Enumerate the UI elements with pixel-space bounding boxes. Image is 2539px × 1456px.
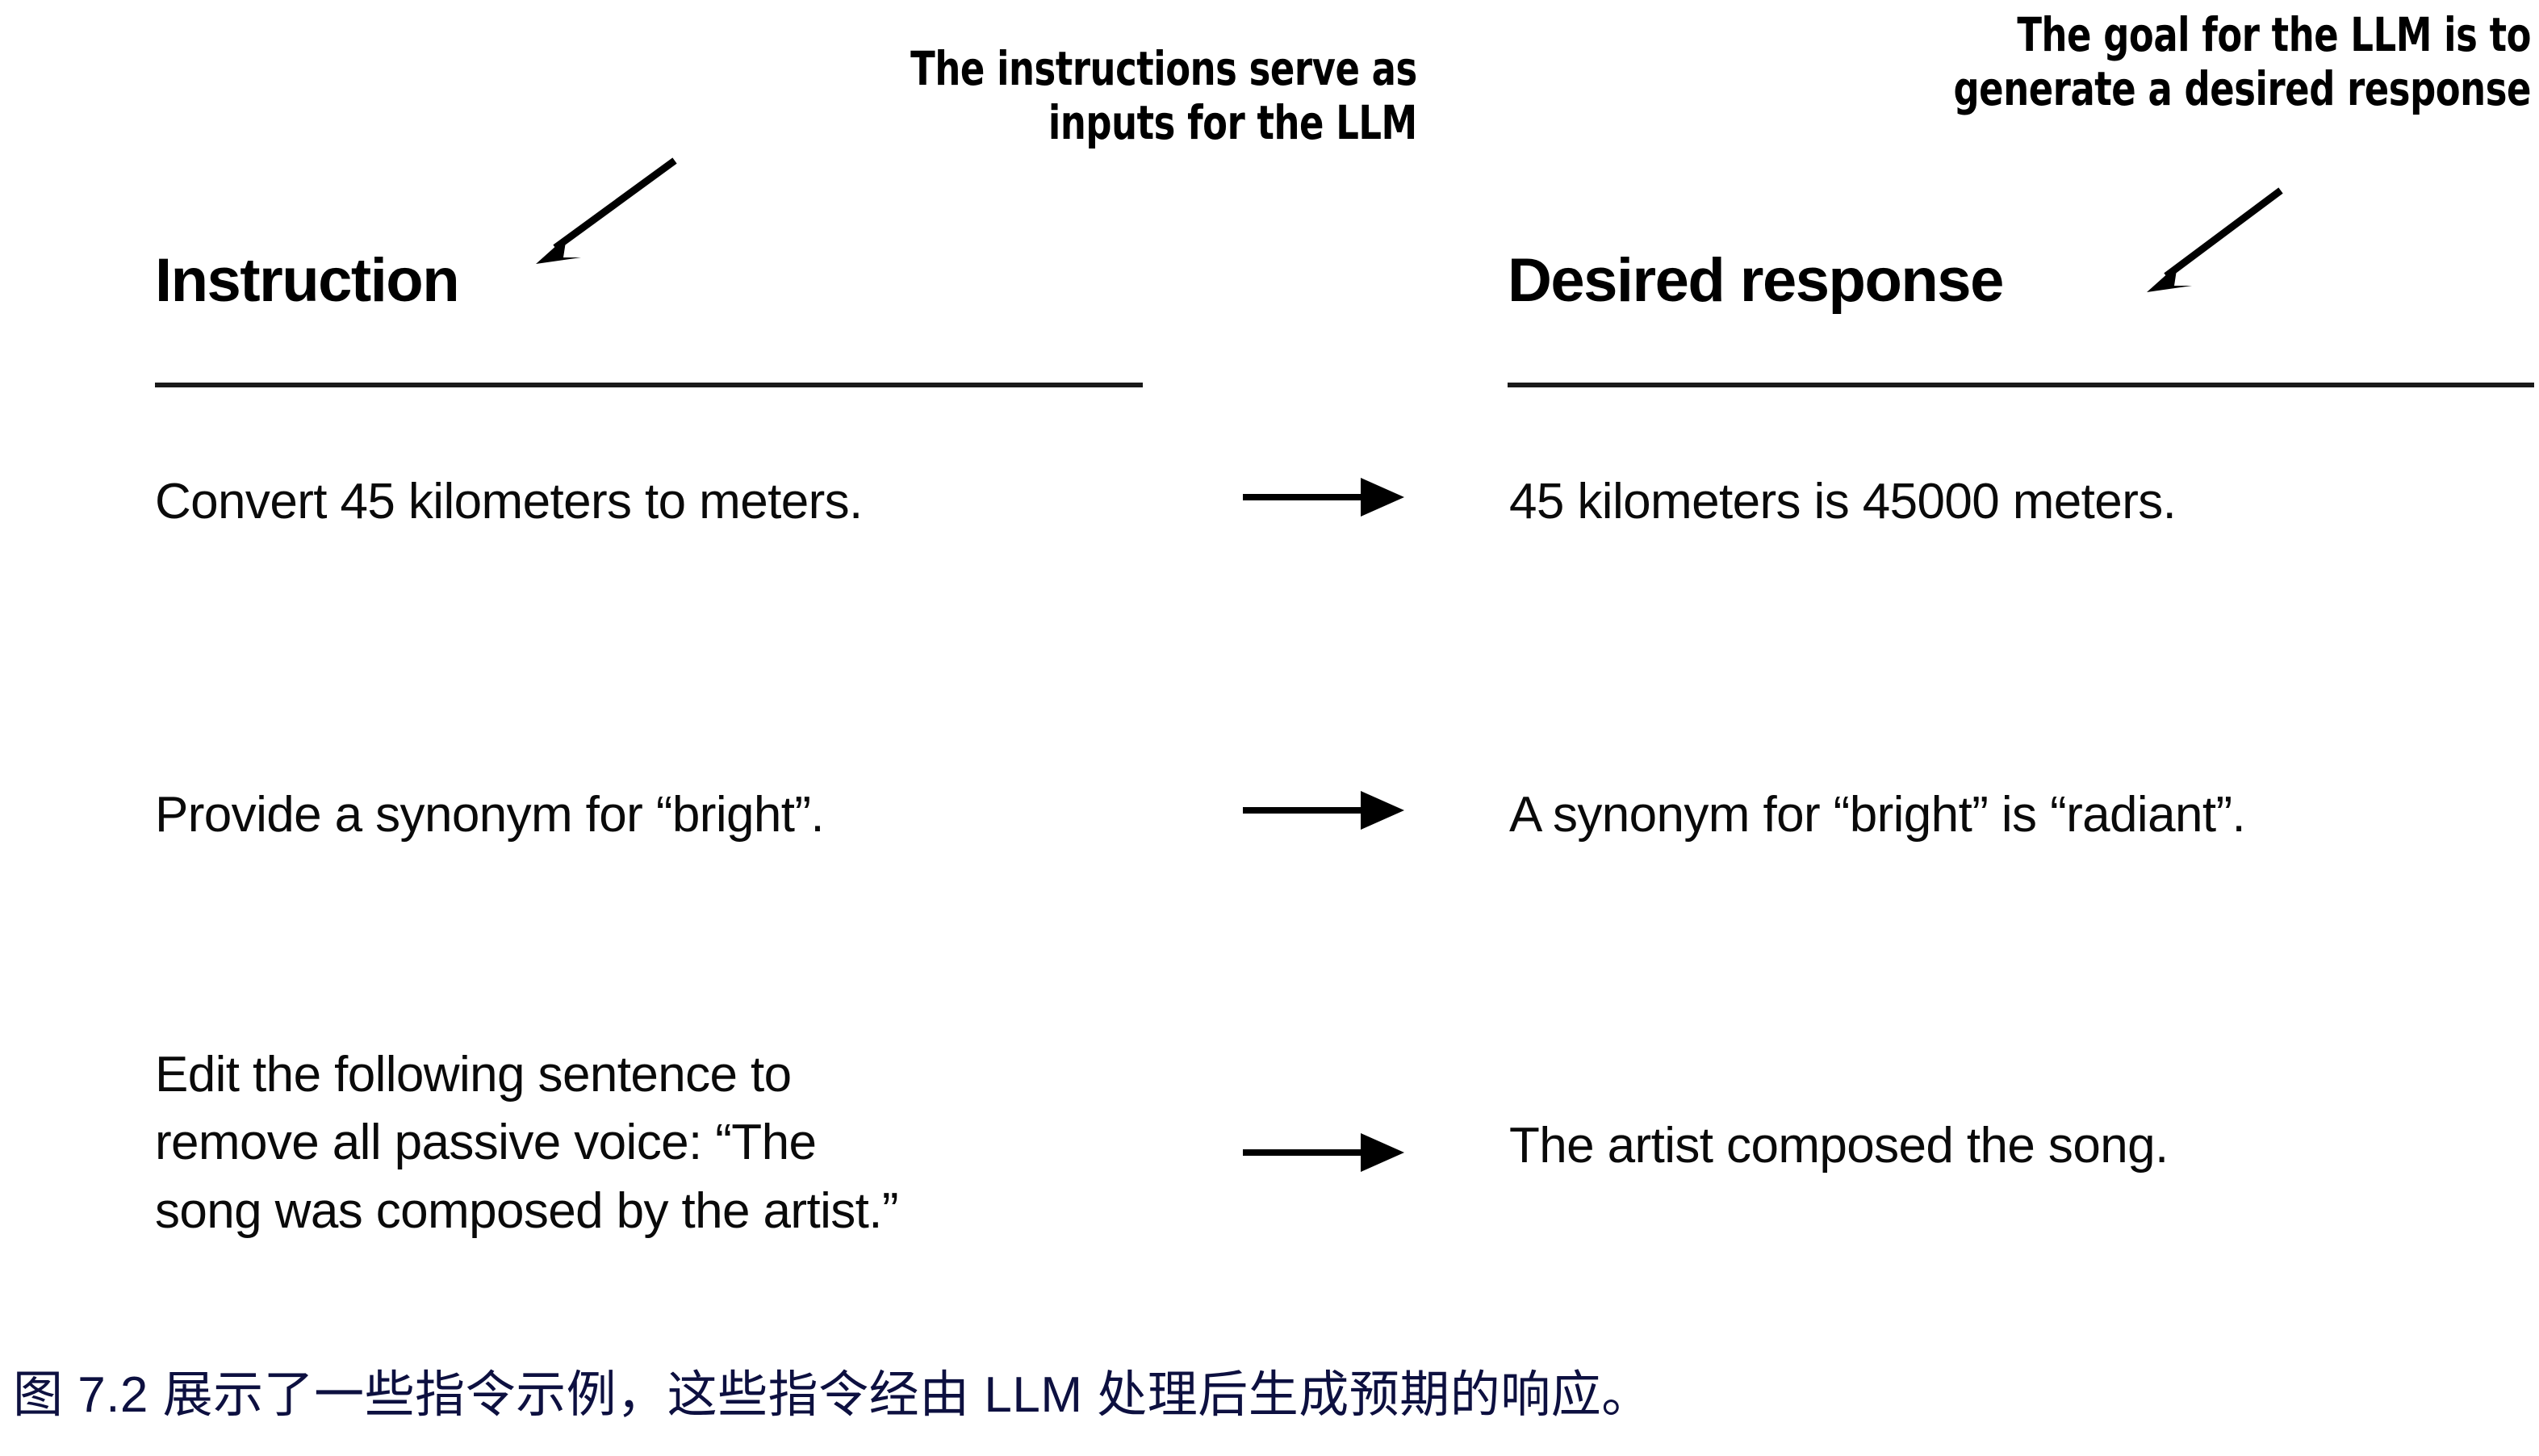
annotation-right-text: The goal for the LLM is to generate a de… [1953,7,2531,117]
figure-caption: 图 7.2 展示了一些指令示例，这些指令经由 LLM 处理后生成预期的响应。 [13,1367,1652,1423]
annotation-left-arrow-icon [517,149,694,278]
right-arrow-icon [1243,791,1404,830]
right-arrow-icon [1243,478,1404,517]
table-row-instruction: Convert 45 kilometers to meters. [155,474,863,529]
column-header-desired-response: Desired response [1508,246,2004,315]
annotation-left-text: The instructions serve as inputs for the… [910,41,1417,151]
table-row-response: A synonym for “bright” is “radiant”. [1509,787,2246,843]
annotation-right-arrow-icon [2131,179,2308,308]
column-header-instruction: Instruction [155,246,460,315]
table-row-response: The artist composed the song. [1509,1118,2169,1174]
right-arrow-icon [1243,1133,1404,1172]
table-row-response: 45 kilometers is 45000 meters. [1509,474,2177,529]
table-row-instruction: Provide a synonym for “bright”. [155,787,825,843]
header-rule-left [155,383,1143,387]
header-rule-right [1508,383,2534,387]
table-row-instruction: Edit the following sentence to remove al… [155,1047,899,1239]
